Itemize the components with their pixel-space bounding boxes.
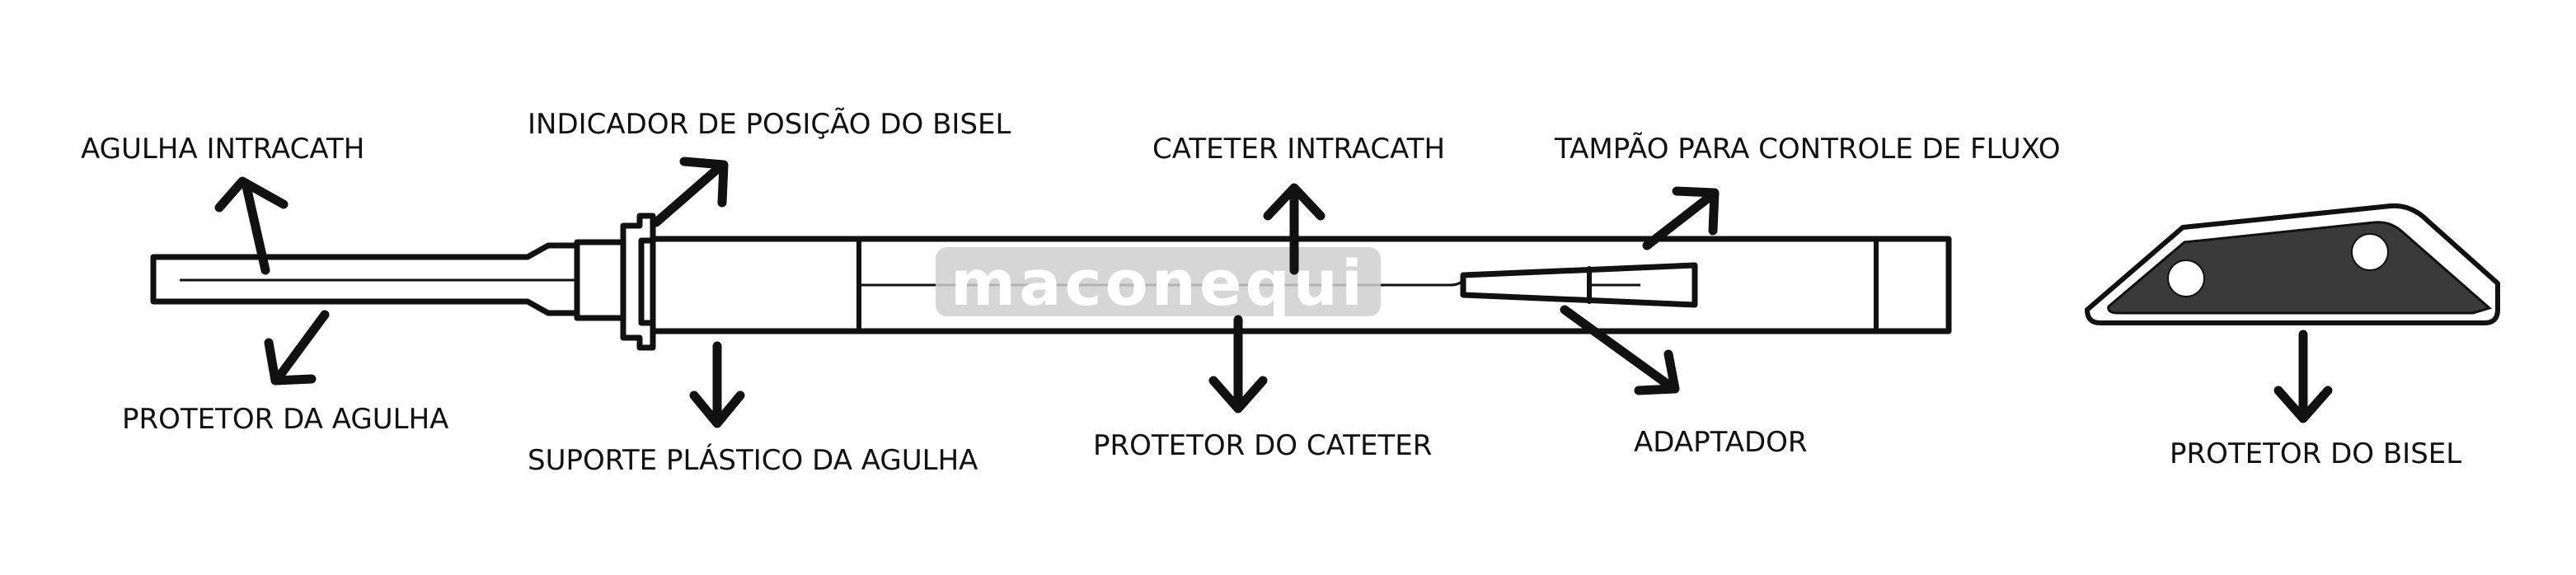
arrow-adaptador	[1560, 305, 1680, 395]
arrow-indicador-bisel	[651, 157, 729, 227]
bevel-protector-part	[2085, 203, 2500, 325]
arrow-protetor-bisel	[2273, 330, 2333, 423]
label-protetor-cateter: PROTETOR DO CATETER	[1093, 429, 1432, 462]
adapter-part	[1460, 262, 1698, 308]
arrow-protetor-agulha	[264, 310, 330, 386]
arrow-suporte-plastico	[689, 341, 745, 428]
watermark: maconequi	[936, 246, 1381, 320]
label-tampao-fluxo: TAMPÃO PARA CONTROLE DE FLUXO	[1554, 133, 2061, 166]
label-adaptador: ADAPTADOR	[1634, 426, 1808, 459]
label-indicador-bisel: INDICADOR DE POSIÇÃO DO BISEL	[528, 108, 1011, 141]
arrow-protetor-cateter	[1208, 315, 1268, 414]
arrow-cateter-intracath	[1263, 183, 1326, 275]
label-cateter-intracath: CATETER INTRACATH	[1152, 133, 1445, 166]
label-suporte-plastico: SUPORTE PLÁSTICO DA AGULHA	[528, 443, 978, 477]
label-protetor-agulha: PROTETOR DA AGULHA	[122, 403, 448, 436]
arrow-tampao-fluxo	[1642, 186, 1720, 250]
label-agulha-intracath: AGULHA INTRACATH	[81, 133, 364, 166]
label-protetor-bisel: PROTETOR DO BISEL	[2170, 437, 2461, 470]
arrow-agulha-intracath	[214, 176, 289, 275]
needle-hub-part	[574, 213, 656, 351]
needle-protector-part	[150, 242, 580, 316]
watermark-text: maconequi	[950, 246, 1366, 320]
